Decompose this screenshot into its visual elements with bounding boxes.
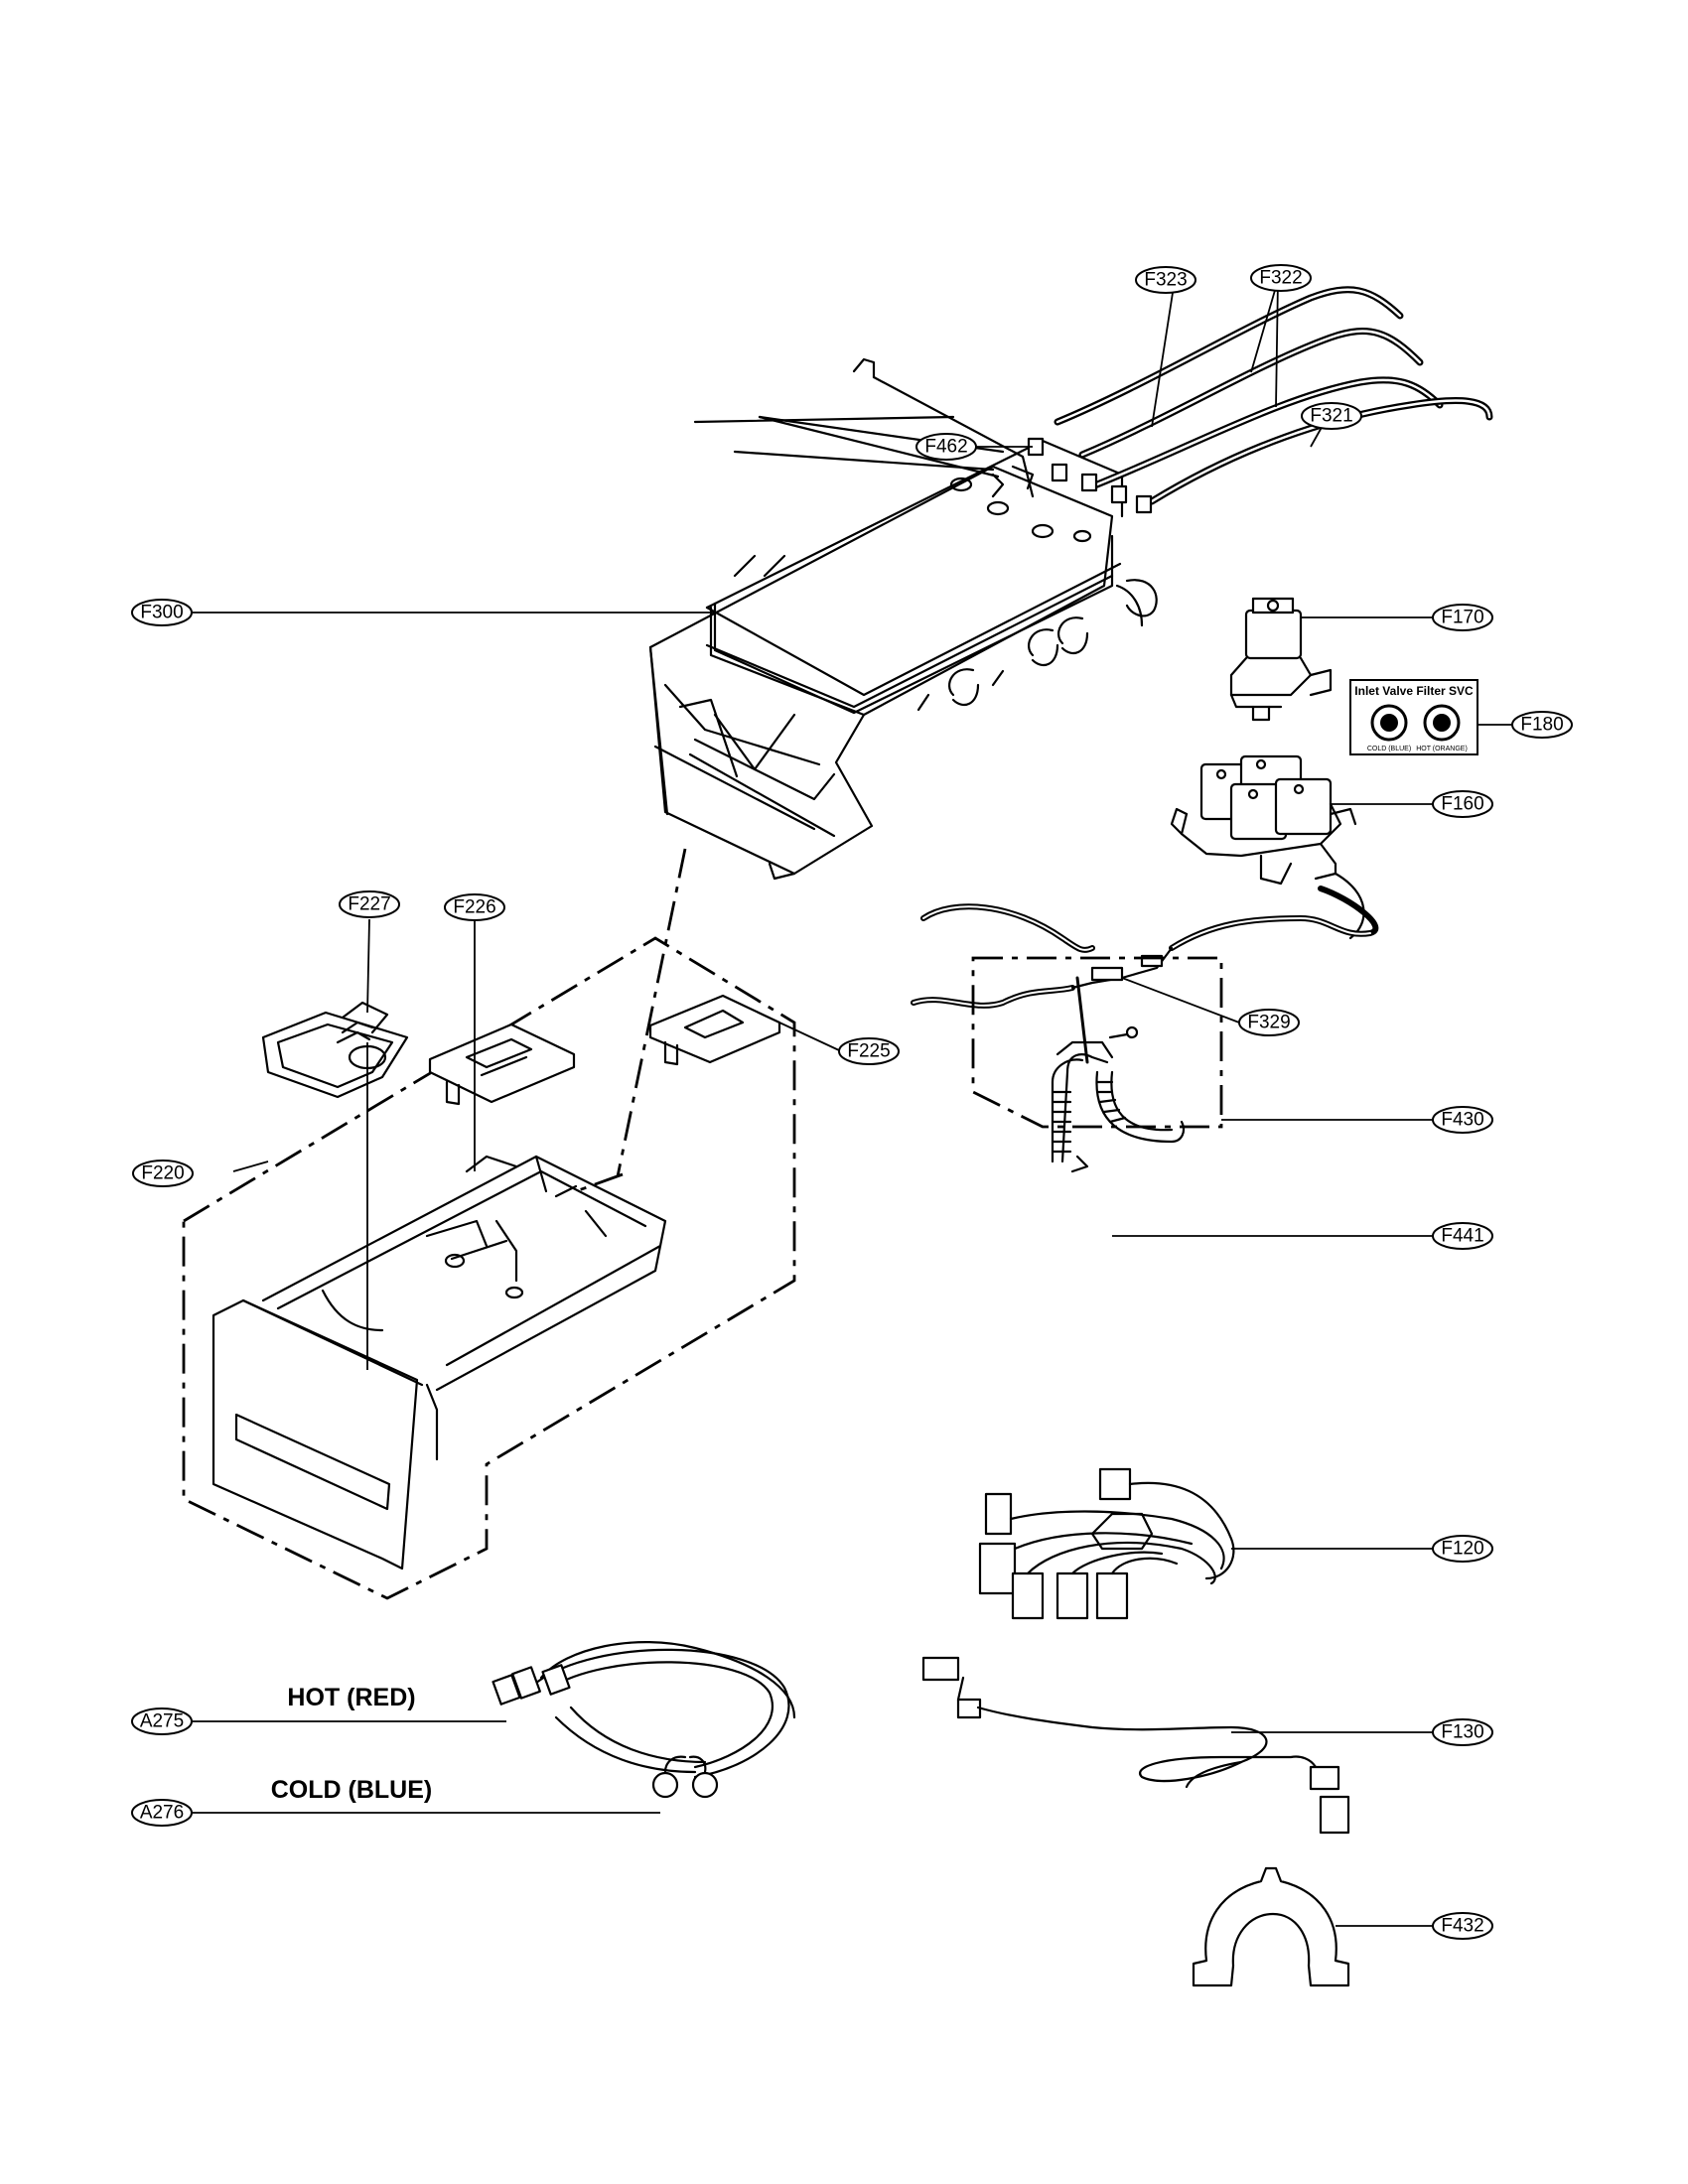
callout-F130: F130 — [1432, 1718, 1493, 1746]
callout-F322: F322 — [1250, 264, 1312, 292]
filter-kit-hot-label: HOT (ORANGE) — [1416, 746, 1468, 752]
dispenser-drawer-drawing — [211, 1155, 667, 1570]
callout-label: A275 — [140, 1711, 184, 1732]
callout-label: F432 — [1441, 1916, 1483, 1937]
double-inlet-valve-drawing — [1170, 754, 1365, 940]
callout-label: F321 — [1310, 406, 1352, 427]
callout-F441: F441 — [1432, 1222, 1493, 1250]
callout-label: F300 — [140, 603, 183, 623]
callout-F430: F430 — [1432, 1106, 1493, 1134]
callout-label: F441 — [1441, 1226, 1483, 1247]
main-wire-harness-drawing — [978, 1467, 1235, 1620]
valve-harness-drawing — [911, 886, 1379, 1009]
callout-F432: F432 — [1432, 1912, 1493, 1940]
inlet-water-hoses-drawing — [492, 1641, 796, 1799]
callout-label: F226 — [453, 897, 495, 918]
callout-F226: F226 — [444, 893, 505, 921]
callout-label: F322 — [1259, 268, 1302, 289]
callout-label: F329 — [1247, 1013, 1290, 1033]
callout-F321: F321 — [1301, 402, 1362, 430]
dispenser-housing-drawing — [648, 357, 1158, 881]
callout-A276: A276 — [131, 1799, 193, 1827]
air-hose-drawing — [1051, 976, 1186, 1173]
callout-F180: F180 — [1511, 711, 1573, 739]
callout-F120: F120 — [1432, 1535, 1493, 1563]
callout-F300: F300 — [131, 599, 193, 626]
callout-F462: F462 — [915, 433, 977, 461]
callout-F227: F227 — [339, 890, 400, 918]
callout-label: F430 — [1441, 1110, 1483, 1131]
callout-F323: F323 — [1135, 266, 1196, 294]
inlet-valve-filter-kit: Inlet Valve Filter SVC COLD (BLUE) HOT (… — [1349, 679, 1478, 755]
air-hose-assembly-box — [971, 956, 1223, 1129]
callout-F220: F220 — [132, 1160, 194, 1187]
callout-F329: F329 — [1238, 1009, 1300, 1036]
callout-label: F323 — [1144, 270, 1187, 291]
filter-kit-title: Inlet Valve Filter SVC — [1354, 684, 1474, 698]
callout-label: F227 — [348, 894, 390, 915]
callout-F160: F160 — [1432, 790, 1493, 818]
detergent-cup-insert-drawing — [648, 994, 781, 1066]
softener-cap-drawing — [261, 1001, 409, 1099]
callout-label: F170 — [1441, 608, 1483, 628]
filter-kit-cold-label: COLD (BLUE) — [1367, 746, 1411, 752]
callout-F170: F170 — [1432, 604, 1493, 631]
callout-label: F130 — [1441, 1722, 1483, 1743]
inlet-hoses-drawing — [1027, 286, 1493, 514]
callout-label: F160 — [1441, 794, 1483, 815]
callout-label: F120 — [1441, 1539, 1483, 1560]
callout-label: A276 — [140, 1803, 184, 1824]
sensor-cable-drawing — [921, 1656, 1350, 1835]
hose-clip-drawing — [1192, 1866, 1350, 1987]
bleach-cup-insert-drawing — [428, 1023, 576, 1106]
callout-A275: A275 — [131, 1707, 193, 1735]
callout-F225: F225 — [838, 1037, 900, 1065]
leader-lines — [192, 279, 1512, 1927]
callout-label: F462 — [924, 437, 967, 458]
drawer-assembly-boundary — [182, 848, 796, 1600]
hot-red-label: HOT (RED) — [287, 1684, 415, 1711]
callout-label: F180 — [1520, 715, 1563, 736]
single-inlet-valve-drawing — [1229, 597, 1333, 722]
callout-label: F220 — [141, 1163, 184, 1184]
callout-label: F225 — [847, 1041, 890, 1062]
cold-blue-label: COLD (BLUE) — [271, 1776, 432, 1804]
